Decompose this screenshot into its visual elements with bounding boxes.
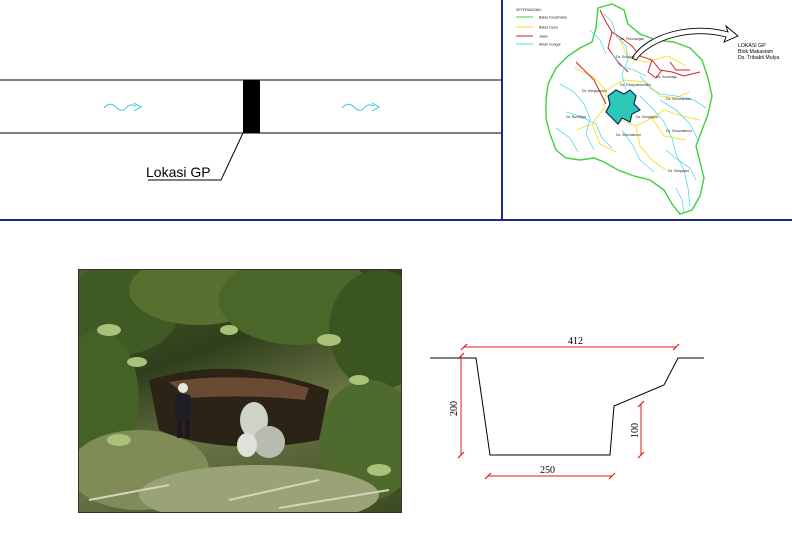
legend-item-label: Jalan bbox=[539, 35, 548, 39]
village-label: Ds. Palaputihkendra bbox=[620, 83, 651, 87]
village-label: Ds. Sukasari bbox=[616, 55, 635, 59]
bright-leaves bbox=[97, 324, 391, 476]
legend-item-label: Aliran Sungai bbox=[539, 43, 561, 47]
callout-arrow bbox=[631, 24, 739, 61]
village-label: Ds. Sukamaju bbox=[656, 75, 677, 79]
location-label: Lokasi GP bbox=[146, 164, 211, 180]
village-label: Ds. Sukamakmur bbox=[666, 129, 693, 133]
dim-bottom-width bbox=[484, 472, 616, 480]
dim-top-width-label: 412 bbox=[568, 336, 583, 347]
channel-profile bbox=[430, 357, 704, 456]
flow-arrow-icon bbox=[341, 102, 381, 112]
location-map: KETERANGAN Batas Kecamatan Batas Desa Ja… bbox=[516, 3, 779, 215]
map-legend: KETERANGAN Batas Kecamatan Batas Desa Ja… bbox=[516, 8, 567, 47]
plan-schematic bbox=[0, 0, 503, 221]
village-label: Ds. Pekurangan bbox=[620, 37, 644, 41]
dim-step-height bbox=[637, 400, 645, 459]
channel-cross-section: 412 250 200 100 bbox=[430, 336, 704, 480]
fallen-branches bbox=[88, 479, 390, 509]
culvert-pipes bbox=[237, 402, 285, 458]
site-photo bbox=[78, 269, 402, 513]
legend-title: KETERANGAN bbox=[516, 8, 541, 12]
person-figure bbox=[175, 383, 191, 438]
village-label: Ds. Margajaya bbox=[636, 115, 658, 119]
dim-bottom-width-label: 250 bbox=[540, 465, 555, 476]
dim-total-height bbox=[457, 352, 465, 459]
eroded-bank bbox=[169, 377, 309, 400]
district-boundary bbox=[545, 3, 713, 215]
gp-location-block bbox=[243, 80, 260, 133]
foliage bbox=[79, 270, 401, 512]
village-label: Ds. Bumijaya bbox=[566, 115, 586, 119]
village-label: Ds. Sidomakmur bbox=[616, 133, 642, 137]
dim-step-height-label: 100 bbox=[630, 423, 641, 438]
site-photo-illustration bbox=[79, 270, 401, 512]
callout-line2: Blok Makasiam bbox=[738, 49, 773, 55]
location-leader-line bbox=[148, 132, 244, 181]
callout-line3: Ds. Tribakti Mulya bbox=[738, 55, 779, 61]
legend-item-label: Batas Kecamatan bbox=[539, 16, 567, 20]
callout-line1: LOKASI GP bbox=[738, 43, 766, 49]
legend-item-label: Batas Desa bbox=[539, 26, 558, 30]
gp-location-area bbox=[605, 89, 642, 125]
village-label: Ds. Margamulya bbox=[582, 89, 607, 93]
rivers bbox=[555, 13, 707, 213]
village-label: Ds. Sukanandan bbox=[666, 97, 691, 101]
dim-top-width bbox=[460, 343, 680, 351]
frame-bottom-line-right bbox=[502, 219, 792, 221]
village-boundaries bbox=[573, 39, 701, 171]
flow-arrow-icon bbox=[103, 102, 143, 112]
dim-total-height-label: 200 bbox=[449, 401, 460, 416]
village-label: Ds. Margatani bbox=[668, 169, 689, 173]
